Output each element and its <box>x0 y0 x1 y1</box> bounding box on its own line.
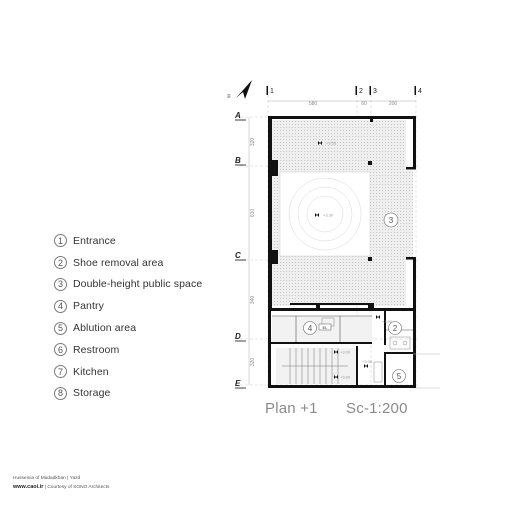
credit-row: www.caoi.ir | Courtesy of SONO Architect… <box>13 484 109 490</box>
grid-row-markers: A B C D E <box>234 111 246 389</box>
plan-scale: Sc-1:200 <box>346 400 408 417</box>
room-tag-number: 4 <box>308 324 313 333</box>
level-mark-label: +3.00 <box>382 319 393 324</box>
legend-label: Ablution area <box>73 322 137 335</box>
legend-item: 7 Kitchen <box>54 361 202 383</box>
courtesy-text: Courtesy of SONO Architects <box>47 485 110 490</box>
room-tag-number: 3 <box>389 216 394 225</box>
row-dimensions: 320 610 340 320 <box>248 117 256 385</box>
grid-column-label: 2 <box>359 88 363 95</box>
level-mark: +3.00 <box>334 375 351 380</box>
level-mark-label: +3.55 <box>326 141 337 146</box>
legend-label: Restroom <box>73 343 120 356</box>
level-mark-label: +3.00 <box>340 375 351 380</box>
legend-number: 3 <box>54 277 67 291</box>
grid-column-label: 4 <box>418 88 422 95</box>
legend-number: 5 <box>54 321 67 335</box>
legend-number: 1 <box>54 234 67 248</box>
legend-number: 2 <box>54 256 67 270</box>
elevator-tag: EL <box>318 323 332 331</box>
walls <box>268 116 416 388</box>
partitions <box>272 315 440 389</box>
legend-label: Kitchen <box>73 365 109 378</box>
floor-hatch <box>272 120 413 384</box>
grid-row-label: C <box>235 251 241 260</box>
grid-row-label: D <box>235 332 241 341</box>
legend-number: 7 <box>54 365 67 379</box>
legend-item: 5 Ablution area <box>54 317 202 339</box>
svg-text:≡: ≡ <box>227 94 231 100</box>
level-mark: +3.00 <box>362 359 373 368</box>
room-legend: 1 Entrance 2 Shoe removal area 3 Double-… <box>54 230 202 404</box>
dimension-label: 200 <box>389 101 398 107</box>
elevator-tag-label: EL <box>323 325 329 330</box>
central-void <box>279 171 371 257</box>
legend-label: Storage <box>73 387 111 400</box>
legend-label: Entrance <box>73 234 116 247</box>
legend-item: 1 Entrance <box>54 230 202 252</box>
dimension-label: 60 <box>361 101 367 107</box>
dimension-label: 580 <box>309 101 318 107</box>
legend-item: 3 Double-height public space <box>54 274 202 296</box>
legend-item: 4 Pantry <box>54 295 202 317</box>
grid-column-markers: 1 2 3 4 <box>266 86 422 95</box>
level-mark: +3.55 <box>318 141 337 146</box>
legend-item: 6 Restroom <box>54 339 202 361</box>
dimension-label: 610 <box>250 209 256 218</box>
plan-title: Plan +1 <box>265 400 318 417</box>
grid-row-label: B <box>235 156 241 165</box>
credit-separator: | <box>44 485 46 490</box>
north-arrow-icon: ≡ <box>227 80 252 100</box>
grid-column-label: 1 <box>270 88 274 95</box>
room-tags: 3 4 2 5 <box>303 212 406 383</box>
room-tag-number: 5 <box>397 372 402 381</box>
grid-row-label: A <box>234 111 241 120</box>
room-tag: 5 <box>392 369 406 383</box>
level-marks: +3.55 +3.30 +3.00 +3.00 +3.00 +3.00 <box>315 141 393 380</box>
legend-item: 2 Shoe removal area <box>54 252 202 274</box>
dimension-label: 320 <box>250 358 256 367</box>
column-dimensions: 580 60 200 <box>268 100 416 107</box>
site-link[interactable]: www.caoi.ir <box>13 484 44 490</box>
dimension-label: 320 <box>250 138 256 147</box>
location-text: Husseinia of Madadkhan | Yazd <box>13 476 81 481</box>
legend-label: Shoe removal area <box>73 256 164 269</box>
legend-label: Pantry <box>73 300 104 313</box>
legend-number: 8 <box>54 386 67 400</box>
level-mark-label: +3.00 <box>340 350 351 355</box>
legend-label: Double-height public space <box>73 278 203 291</box>
dimension-label: 340 <box>250 296 256 305</box>
room-tag: 4 <box>303 321 317 335</box>
legend-item: 8 Storage <box>54 383 202 405</box>
level-mark: +3.00 <box>376 315 393 324</box>
room-tag: 3 <box>383 212 399 228</box>
room-tag: 2 <box>388 321 402 335</box>
level-mark: +3.00 <box>334 350 351 355</box>
level-mark-label: +3.30 <box>323 213 334 218</box>
legend-number: 4 <box>54 299 67 313</box>
grid-row-label: E <box>235 379 241 388</box>
level-mark-label: +3.00 <box>362 359 373 364</box>
fixtures <box>321 317 411 383</box>
room-tag-number: 2 <box>393 324 398 333</box>
legend-number: 6 <box>54 343 67 357</box>
level-mark: +3.30 <box>315 213 334 218</box>
grid-column-label: 3 <box>373 88 377 95</box>
